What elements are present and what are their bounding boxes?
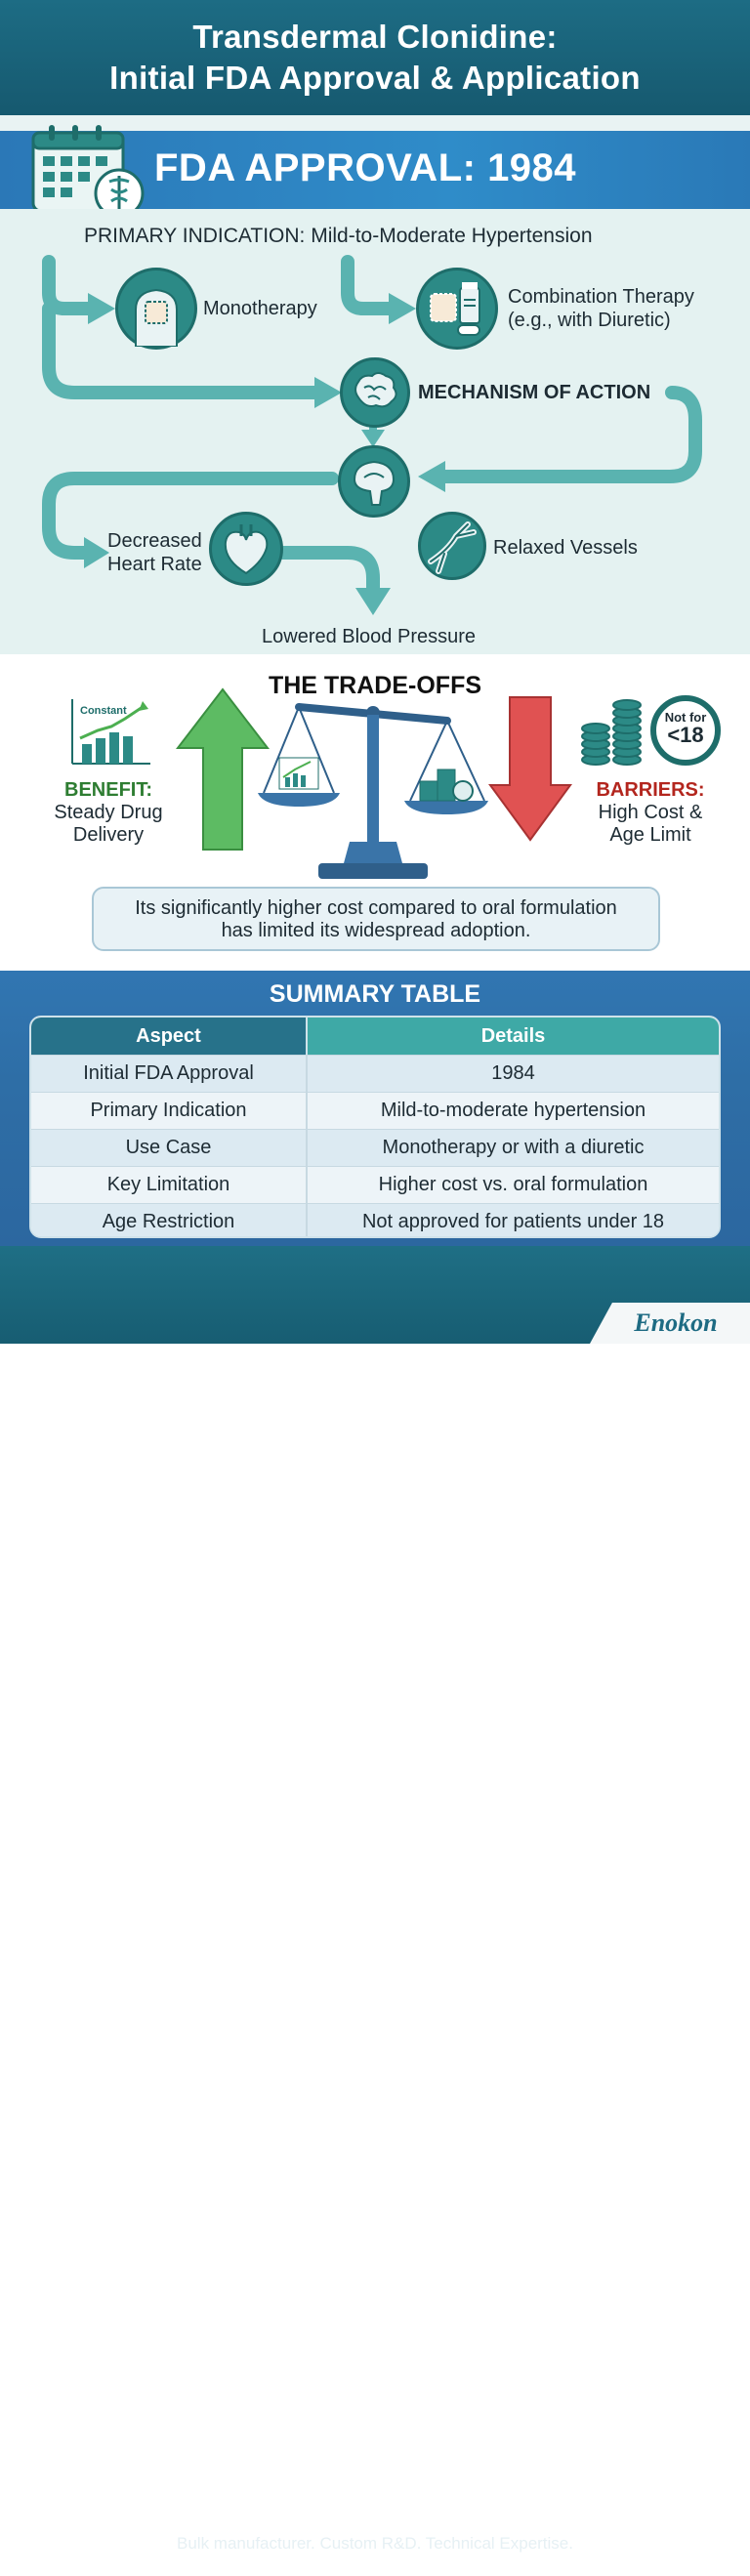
table-row: Use Case Monotherapy or with a diuretic bbox=[31, 1129, 719, 1166]
table-cell-details: Higher cost vs. oral formulation bbox=[306, 1167, 719, 1203]
age-badge-line2: <18 bbox=[667, 723, 704, 747]
primary-indication-value: Mild-to-Moderate Hypertension bbox=[311, 225, 593, 247]
combination-therapy-line2: (e.g., with Diuretic) bbox=[508, 310, 671, 331]
patch-and-pills-icon bbox=[416, 268, 498, 350]
age-badge-line1: Not for bbox=[664, 710, 707, 725]
barrier-block: BARRIERS: High Cost & Age Limit bbox=[572, 779, 729, 847]
table-row: Age Restriction Not approved for patient… bbox=[31, 1203, 719, 1236]
table-cell-aspect: Initial FDA Approval bbox=[83, 1062, 254, 1084]
table-cell-details: Monotherapy or with a diuretic bbox=[306, 1130, 719, 1166]
tradeoffs-title: THE TRADE-OFFS bbox=[268, 672, 482, 699]
table-row: Key Limitation Higher cost vs. oral form… bbox=[31, 1166, 719, 1203]
mechanism-of-action-label: MECHANISM OF ACTION bbox=[418, 382, 651, 403]
table-cell-details: Not approved for patients under 18 bbox=[306, 1204, 719, 1236]
benefit-heading: BENEFIT: bbox=[64, 779, 152, 801]
fda-approval-title: FDA APPROVAL: 1984 bbox=[154, 146, 577, 189]
balance-scale-icon bbox=[258, 703, 488, 879]
table-cell-aspect: Age Restriction bbox=[102, 1211, 235, 1232]
decreased-heart-rate-line1: Decreased bbox=[107, 530, 202, 552]
enokon-logo-text: Enokon bbox=[634, 1309, 718, 1337]
calendar-caduceus-icon bbox=[31, 125, 145, 219]
footer-cta: PARTNER WITH ENOKON FOR YOUR TRANSDERMAL… bbox=[44, 2506, 706, 2527]
blood-vessel-icon bbox=[418, 512, 486, 580]
combination-therapy-label: Combination Therapy (e.g., with Diuretic… bbox=[508, 285, 694, 332]
brain-icon bbox=[340, 357, 410, 428]
constant-chart-label: Constant bbox=[80, 705, 127, 717]
primary-indication: PRIMARY INDICATION: Mild-to-Moderate Hyp… bbox=[84, 225, 689, 248]
table-cell-aspect: Use Case bbox=[125, 1137, 212, 1158]
combination-therapy-line1: Combination Therapy bbox=[508, 286, 694, 308]
table-row: Primary Indication Mild-to-moderate hype… bbox=[31, 1092, 719, 1129]
barrier-line2: Age Limit bbox=[609, 824, 691, 846]
table-row: Initial FDA Approval 1984 bbox=[31, 1055, 719, 1092]
table-cell-aspect: Primary Indication bbox=[90, 1100, 247, 1121]
summary-title: SUMMARY TABLE bbox=[269, 980, 481, 1008]
table-header-details: Details bbox=[306, 1018, 719, 1055]
page-header: Transdermal Clonidine: Initial FDA Appro… bbox=[0, 0, 750, 115]
cost-callout-line2: has limited its widespread adoption. bbox=[221, 920, 531, 941]
benefit-up-arrow-icon bbox=[176, 687, 270, 851]
page-title: Transdermal Clonidine: Initial FDA Appro… bbox=[109, 17, 641, 99]
footer-url-link[interactable]: painplaster.com bbox=[312, 2556, 438, 2575]
brainstem-icon bbox=[338, 445, 410, 518]
age-restriction-badge: Not for <18 bbox=[650, 695, 721, 766]
benefit-block: BENEFIT: Steady Drug Delivery bbox=[25, 779, 191, 847]
primary-indication-label: PRIMARY INDICATION: bbox=[84, 225, 306, 247]
decreased-heart-rate-line2: Heart Rate bbox=[107, 554, 202, 575]
table-body: Initial FDA Approval 1984 Primary Indica… bbox=[31, 1055, 719, 1236]
torso-patch-icon bbox=[115, 268, 197, 350]
decreased-heart-rate-label: Decreased Heart Rate bbox=[107, 529, 202, 576]
header-divider bbox=[0, 115, 750, 131]
lowered-blood-pressure-label: Lowered Blood Pressure bbox=[262, 626, 477, 647]
table-cell-aspect: Key Limitation bbox=[106, 1174, 230, 1195]
barrier-down-arrow-icon bbox=[488, 696, 572, 842]
cost-callout: Its significantly higher cost compared t… bbox=[92, 887, 660, 951]
relaxed-vessels-label: Relaxed Vessels bbox=[493, 537, 638, 559]
page-title-line1: Transdermal Clonidine: bbox=[192, 19, 558, 55]
table-header-row: Aspect Details bbox=[31, 1018, 719, 1055]
summary-table: Aspect Details Initial FDA Approval 1984… bbox=[29, 1016, 721, 1238]
page-title-line2: Initial FDA Approval & Application bbox=[109, 60, 641, 96]
benefit-line1: Steady Drug bbox=[54, 802, 163, 823]
heart-icon bbox=[209, 512, 283, 586]
enokon-logo: Enokon bbox=[590, 1303, 750, 1344]
table-cell-details: Mild-to-moderate hypertension bbox=[306, 1093, 719, 1129]
barrier-line1: High Cost & bbox=[598, 802, 703, 823]
benefit-line2: Delivery bbox=[72, 824, 145, 846]
coin-stacks-icon bbox=[581, 699, 642, 766]
table-cell-details: 1984 bbox=[306, 1056, 719, 1092]
footer-tagline: Bulk manufacturer. Custom R&D. Technical… bbox=[177, 2534, 573, 2553]
flow-arrows bbox=[42, 255, 702, 615]
constant-chart-icon bbox=[71, 699, 150, 765]
cost-callout-line1: Its significantly higher cost compared t… bbox=[135, 897, 617, 919]
table-header-aspect: Aspect bbox=[31, 1018, 306, 1055]
monotherapy-label: Monotherapy bbox=[203, 298, 317, 319]
barrier-heading: BARRIERS: bbox=[596, 779, 705, 801]
